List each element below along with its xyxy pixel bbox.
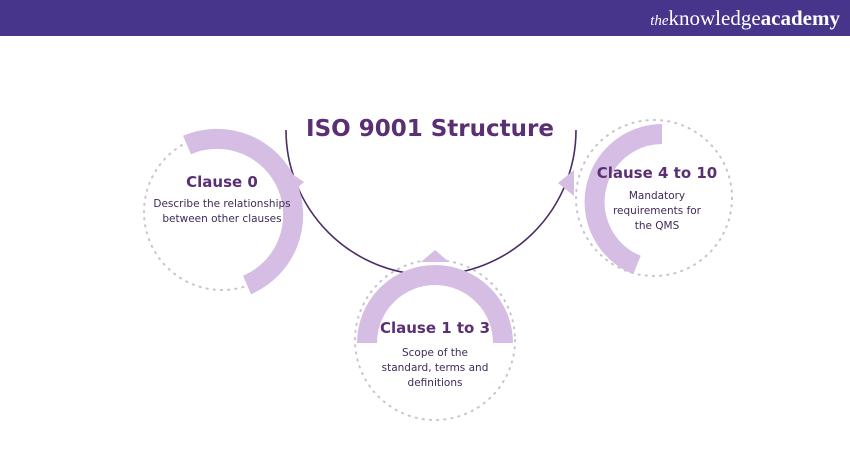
clause-1-3-title: Clause 1 to 3 [379, 319, 491, 337]
brand-logo: theknowledgeacademy [650, 5, 840, 34]
clause-4-10-title: Clause 4 to 10 [596, 164, 718, 182]
diagram-title: ISO 9001 Structure [306, 116, 554, 142]
top-banner: theknowledgeacademy [0, 0, 850, 36]
clause-1-3-node [354, 250, 516, 421]
clause-4-10-node [558, 119, 733, 277]
clause-4-10-description: Mandatory requirements for the QMS [612, 190, 702, 232]
logo-mid: knowledge [668, 6, 761, 30]
clause-0-pointer [286, 170, 304, 196]
logo-suffix: academy [760, 6, 840, 30]
clause-0-arc [183, 128, 304, 295]
clause-1-3-arc [357, 265, 513, 344]
clause-4-10-arc [584, 124, 663, 275]
clause-1-3-description: Scope of the standard, terms and definit… [381, 347, 489, 389]
iso-structure-diagram [143, 119, 733, 421]
title-arc [285, 129, 577, 276]
logo-prefix: the [650, 13, 669, 29]
clause-0-description: Describe the relationships between other… [153, 198, 291, 225]
clause-4-10-pointer [558, 170, 574, 196]
clause-1-3-pointer [421, 250, 449, 262]
clause-0-title: Clause 0 [186, 173, 258, 191]
clause-4-10-dotted-ring [575, 119, 733, 277]
clause-0-node [143, 128, 304, 295]
